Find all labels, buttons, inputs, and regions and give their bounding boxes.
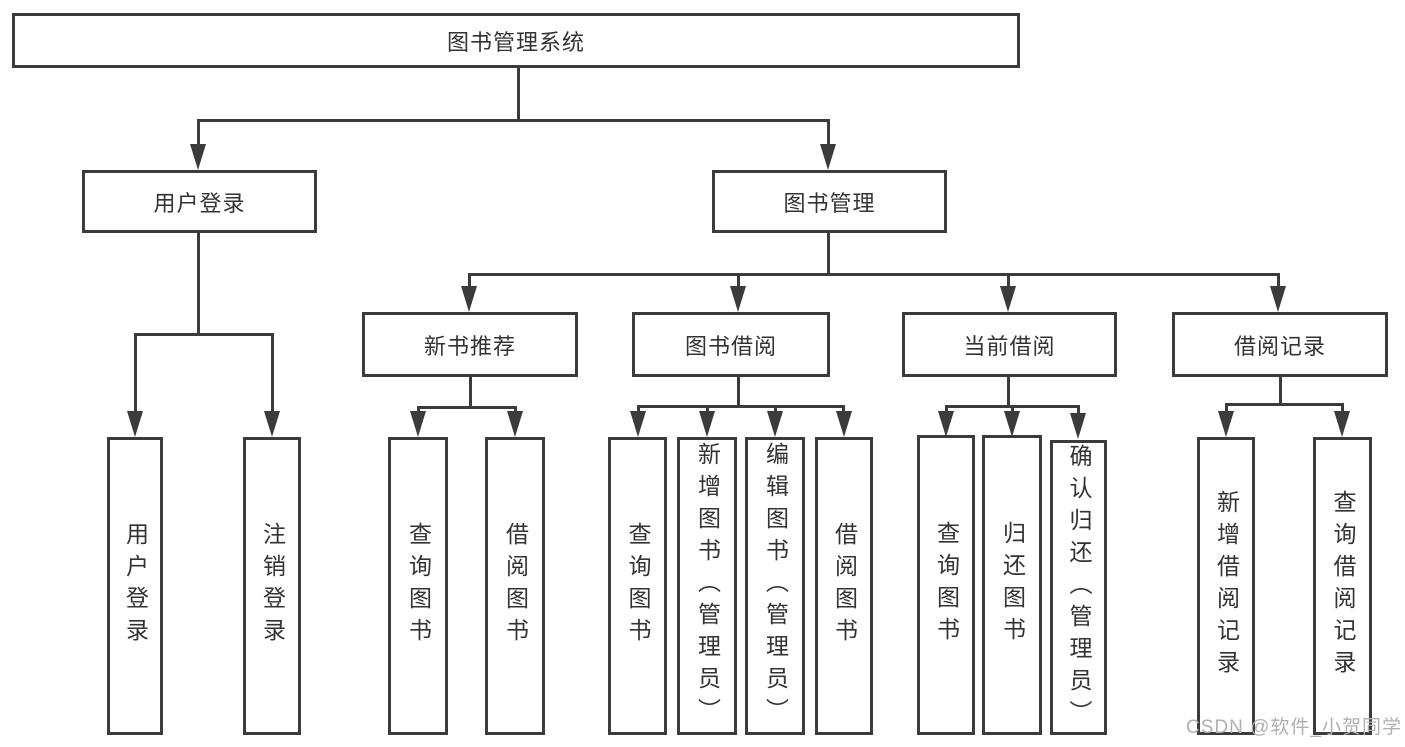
connector-line (1225, 403, 1343, 406)
leaf-user-login: 用户登录 (107, 437, 163, 735)
connector-line (842, 405, 845, 415)
arrowhead-down (730, 286, 746, 312)
leaf-query-borrow-record: 查询借阅记录 (1313, 437, 1372, 735)
connector-line (134, 333, 137, 415)
connector-line (1007, 273, 1010, 290)
leaf-logout-login: 注销登录 (243, 437, 301, 735)
arrowhead-down (938, 411, 954, 437)
arrowhead-down (1004, 411, 1020, 437)
leaf-add-books-admin: 新增图书（管理员） (677, 437, 737, 735)
arrowhead-down (820, 144, 836, 170)
connector-line (197, 119, 200, 146)
node-current-borrowing: 当前借阅 (902, 312, 1117, 377)
leaf-edit-books-admin: 编辑图书（管理员） (745, 437, 805, 735)
leaf-borrow-books: 借阅图书 (485, 437, 545, 735)
connector-line (1007, 377, 1010, 407)
arrowhead-down (410, 411, 426, 437)
connector-line (706, 405, 709, 415)
connector-line (514, 406, 517, 415)
connector-line (468, 273, 471, 290)
connector-line (1011, 405, 1014, 415)
connector-line (1225, 403, 1228, 415)
connector-line (1341, 403, 1344, 415)
connector-line (737, 273, 740, 290)
node-library-system: 图书管理系统 (12, 13, 1020, 68)
leaf-query-books: 查询图书 (917, 435, 975, 735)
connector-line (637, 405, 845, 408)
leaf-query-books: 查询图书 (608, 437, 667, 735)
connector-line (737, 377, 740, 407)
arrowhead-down (630, 411, 646, 437)
csdn-watermark: CSDN @软件_小贺同学 (1186, 717, 1402, 738)
arrowhead-down (1070, 413, 1086, 439)
connector-line (1277, 273, 1280, 290)
node-user-login: 用户登录 (82, 170, 317, 233)
leaf-confirm-return-admin: 确认归还（管理员） (1050, 440, 1107, 735)
leaf-borrow-books: 借阅图书 (815, 437, 873, 735)
connector-line (945, 405, 948, 415)
connector-line (197, 233, 200, 333)
connector-line (774, 405, 777, 415)
arrowhead-down (767, 411, 783, 437)
leaf-add-borrow-record: 新增借阅记录 (1197, 437, 1255, 735)
connector-line (134, 333, 274, 336)
leaf-return-books: 归还图书 (982, 435, 1042, 735)
connector-line (469, 377, 472, 408)
arrowhead-down (127, 411, 143, 437)
arrowhead-down (1270, 286, 1286, 312)
arrowhead-down (836, 411, 852, 437)
arrowhead-down (190, 144, 206, 170)
connector-line (417, 406, 517, 409)
connector-line (827, 233, 830, 276)
connector-line (417, 406, 420, 415)
arrowhead-down (1218, 411, 1234, 437)
arrowhead-down (699, 411, 715, 437)
arrowhead-down (461, 286, 477, 312)
connector-line (827, 119, 830, 146)
arrowhead-down (264, 411, 280, 437)
node-borrowing-records: 借阅记录 (1172, 312, 1388, 377)
arrowhead-down (1000, 286, 1016, 312)
connector-line (197, 119, 830, 122)
connector-line (1077, 405, 1080, 415)
node-book-borrowing: 图书借阅 (632, 312, 830, 377)
node-new-book-recommend: 新书推荐 (362, 312, 578, 377)
leaf-query-books: 查询图书 (388, 437, 448, 735)
connector-line (468, 273, 1280, 276)
connector-line (517, 68, 520, 120)
arrowhead-down (507, 411, 523, 437)
connector-line (271, 333, 274, 415)
connector-line (1279, 377, 1282, 405)
node-book-management: 图书管理 (712, 170, 947, 233)
arrowhead-down (1334, 411, 1350, 437)
connector-line (637, 405, 640, 415)
